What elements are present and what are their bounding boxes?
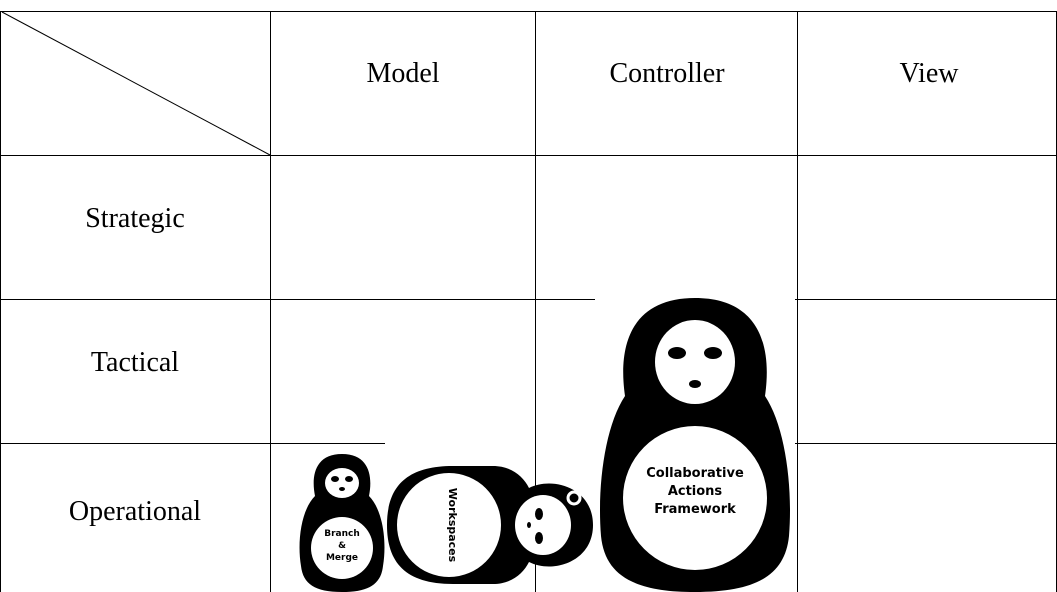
large-doll-label-1: Collaborative — [646, 466, 744, 481]
tactical-row-divider-right — [795, 443, 1057, 444]
row-header-strategic: Strategic — [85, 203, 185, 234]
corner-diagonal — [1, 11, 271, 156]
large-doll-label-2: Actions — [668, 484, 723, 499]
left-border — [0, 11, 1, 592]
strategic-row-divider — [0, 299, 595, 300]
workspaces-doll: Workspaces — [387, 466, 593, 584]
column-header-model: Model — [366, 58, 440, 89]
header-row-divider — [0, 155, 1057, 156]
row-header-tactical: Tactical — [90, 347, 180, 378]
small-doll-label-3: Merge — [326, 553, 358, 563]
strategic-row-divider-right — [795, 299, 1057, 300]
branch-merge-doll: Branch & Merge — [299, 454, 385, 592]
row-header-operational: Operational — [68, 496, 202, 527]
small-doll-label-2: & — [338, 541, 346, 551]
view-column-divider — [797, 11, 798, 592]
column-header-controller: Controller — [609, 58, 725, 89]
model-column-divider — [270, 11, 271, 592]
controller-column-divider — [535, 11, 536, 592]
workspaces-doll-label: Workspaces — [446, 488, 459, 563]
small-doll-label-1: Branch — [324, 529, 360, 539]
tactical-row-divider — [0, 443, 385, 444]
collaborative-actions-doll: Collaborative Actions Framework — [600, 298, 790, 592]
column-header-view: View — [899, 58, 959, 89]
large-doll-label-3: Framework — [654, 502, 736, 517]
top-border — [0, 11, 1057, 12]
